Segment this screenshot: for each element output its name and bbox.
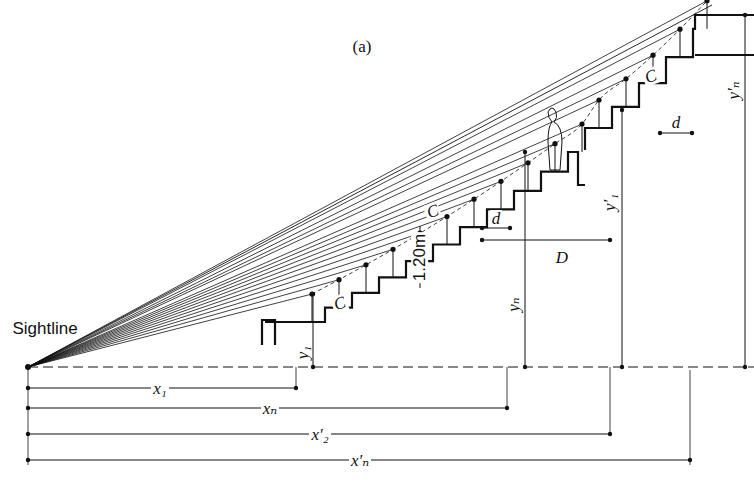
- extension-line: [690, 370, 691, 465]
- sight-line: [28, 100, 599, 367]
- view-label: (a): [351, 38, 374, 55]
- drawing: [25, 0, 754, 465]
- eye-height: [447, 217, 448, 245]
- eye-height: [366, 265, 367, 293]
- sight-line: [28, 199, 474, 367]
- height-dimension: y′ₙ: [725, 79, 742, 101]
- sight-line: [28, 29, 680, 367]
- eye-point: [498, 179, 503, 184]
- distance-dimension: x₁: [151, 380, 168, 397]
- extension-line: [507, 367, 508, 408]
- sight-line: [28, 181, 501, 367]
- dimension-end: [690, 131, 694, 135]
- sight-curve: [312, 1, 707, 294]
- dimension-line: [660, 133, 692, 134]
- extension-line: [296, 367, 297, 388]
- datum-line: [28, 367, 754, 368]
- extension-line: [610, 367, 611, 434]
- eye-point: [650, 53, 655, 58]
- eye-point: [579, 121, 584, 126]
- dimension-end: [620, 365, 624, 369]
- dimension-end: [523, 365, 527, 369]
- tread-width: d: [490, 210, 503, 227]
- dimension-end: [523, 150, 527, 154]
- dimension-line: [745, 15, 746, 367]
- eye-height: [626, 79, 627, 107]
- eye-point: [596, 97, 601, 102]
- dimension-line: [313, 294, 314, 367]
- sight-line: [28, 233, 420, 367]
- eye-point: [471, 197, 476, 202]
- dimension-end: [480, 238, 484, 242]
- dimension-end: [658, 131, 662, 135]
- dimension-end: [620, 108, 624, 112]
- sight-line: [28, 163, 528, 367]
- dimension-end: [480, 226, 484, 230]
- sightline-label: Sightline: [10, 320, 79, 337]
- dimension-end: [608, 238, 612, 242]
- lower-tier: [262, 152, 585, 345]
- sight-line: [28, 1, 707, 367]
- dimension-end: [743, 365, 747, 369]
- sight-line: [28, 79, 626, 367]
- distance-dimension: x′₂: [309, 426, 330, 443]
- dimension-end: [743, 13, 747, 17]
- eye-height: [582, 124, 583, 152]
- sight-line: [28, 144, 555, 367]
- dimension-line: [482, 240, 610, 241]
- dimension-line: [525, 152, 526, 367]
- person-figure: [548, 108, 562, 170]
- sight-line: [28, 5, 712, 367]
- extension-line: [28, 367, 29, 465]
- eye-height: [501, 181, 502, 209]
- c-value: C: [330, 292, 350, 313]
- upper-tier: [585, 15, 754, 150]
- eye-point: [677, 27, 682, 32]
- eye-height: [312, 294, 313, 322]
- distance-dimension: x′ₙ: [349, 452, 371, 469]
- eye-point: [363, 262, 368, 267]
- eye-point: [704, 0, 709, 3]
- eye-height: [393, 249, 394, 277]
- eye-height: [599, 100, 600, 128]
- sight-line: [28, 124, 582, 367]
- eye-point: [552, 141, 557, 146]
- dimension-line: [622, 110, 623, 367]
- sight-line: [28, 217, 447, 368]
- eye-height: [555, 144, 556, 172]
- eye-point: [309, 291, 314, 296]
- eye-point: [390, 247, 395, 252]
- height-dimension: y′₁: [602, 191, 619, 212]
- dimension-end: [311, 292, 315, 296]
- row-distance: D: [554, 249, 570, 266]
- eye-point: [525, 160, 530, 165]
- sight-line: [28, 265, 366, 367]
- eye-height: [528, 163, 529, 191]
- c-value: C: [423, 200, 443, 221]
- height-dimension: y₁: [295, 343, 312, 360]
- eye-point: [444, 214, 449, 219]
- eye-point: [336, 277, 341, 282]
- eye-height: [680, 29, 681, 57]
- eye-point: [623, 76, 628, 81]
- dimension-line: [482, 228, 510, 229]
- tread-width: d: [670, 114, 683, 131]
- distance-dimension: xₙ: [261, 400, 279, 417]
- eye-height-label: 1.20m: [412, 231, 429, 282]
- dimension-end: [311, 365, 315, 369]
- sight-line: [28, 55, 653, 367]
- sight-line: [28, 249, 393, 367]
- eye-height: [474, 199, 475, 227]
- height-dimension: yₙ: [505, 295, 522, 313]
- dimension-end: [508, 226, 512, 230]
